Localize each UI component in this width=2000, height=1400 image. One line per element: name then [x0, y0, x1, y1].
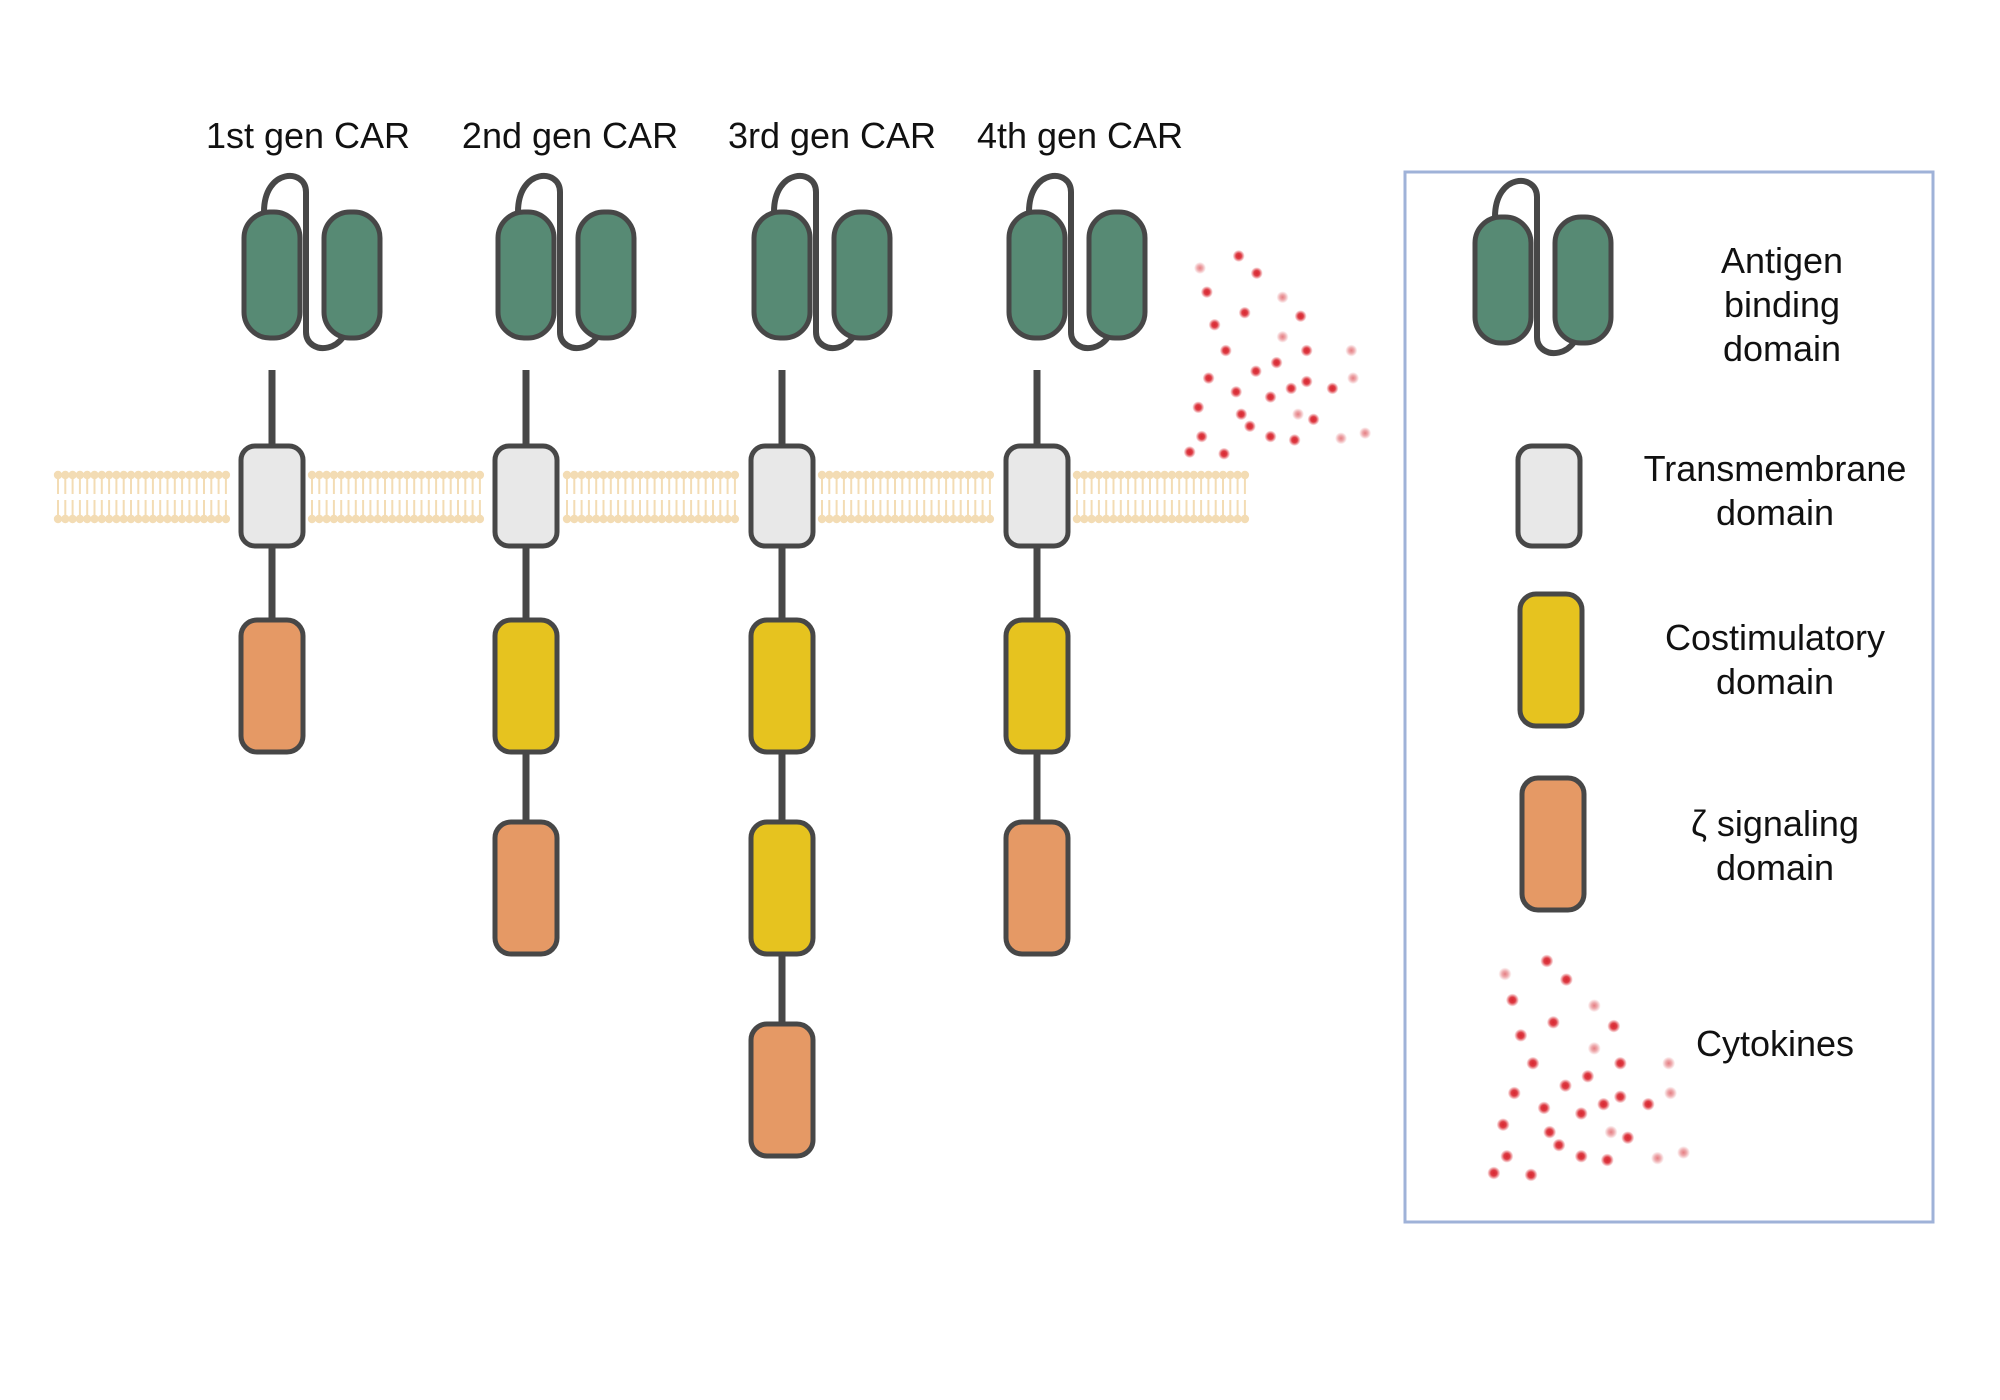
- svg-text:domain: domain: [1716, 492, 1834, 533]
- scfv-antigen-binding-icon: [1006, 173, 1148, 351]
- costimulatory-domain-icon: [1517, 591, 1585, 729]
- car-construct-gen1: [238, 173, 383, 755]
- legend-label-costimulatory: Costimulatory domain: [1665, 617, 1885, 702]
- car-construct-gen4: [1003, 173, 1148, 957]
- car-construct-gen3: [748, 173, 893, 1159]
- svg-text:binding: binding: [1724, 284, 1840, 325]
- title-gen4: 4th gen CAR: [977, 115, 1183, 156]
- lipid-bilayer-segment: [1072, 470, 1250, 524]
- svg-text:domain: domain: [1723, 328, 1841, 369]
- costimulatory-domain: [748, 819, 816, 957]
- scfv-antigen-binding-icon: [241, 173, 383, 351]
- svg-text:Costimulatory: Costimulatory: [1665, 617, 1885, 658]
- title-gen1: 1st gen CAR: [206, 115, 410, 156]
- transmembrane-domain-icon: [1515, 443, 1583, 549]
- lipid-bilayer-segment: [562, 470, 740, 524]
- zeta-signaling-domain-icon: [1519, 775, 1587, 913]
- legend-label-transmembrane: Transmembrane domain: [1644, 448, 1907, 533]
- costimulatory-domain: [1003, 617, 1071, 755]
- generation-titles: 1st gen CAR 2nd gen CAR 3rd gen CAR 4th …: [206, 115, 1183, 156]
- cytokine-dots-icon: [1487, 954, 1691, 1182]
- svg-text:Antigen: Antigen: [1721, 240, 1843, 281]
- transmembrane-domain: [238, 443, 306, 549]
- zeta-signaling-domain: [1003, 819, 1071, 957]
- zeta-signaling-domain: [238, 617, 306, 755]
- legend-border: [1403, 170, 1935, 1224]
- costimulatory-domain: [748, 617, 816, 755]
- zeta-signaling-domain: [748, 1021, 816, 1159]
- scfv-antigen-binding-icon: [1472, 178, 1614, 356]
- transmembrane-domain: [748, 443, 816, 549]
- transmembrane-domain: [492, 443, 560, 549]
- legend: Antigen binding domain Transmembrane dom…: [1403, 170, 1935, 1224]
- scfv-antigen-binding-icon: [751, 173, 893, 351]
- scfv-antigen-binding-icon: [495, 173, 637, 351]
- legend-label-antigen: Antigen binding domain: [1721, 240, 1843, 369]
- costimulatory-domain: [492, 617, 560, 755]
- title-gen2: 2nd gen CAR: [462, 115, 678, 156]
- lipid-bilayer-segment: [817, 470, 995, 524]
- svg-text:domain: domain: [1716, 847, 1834, 888]
- svg-text:ζ signaling: ζ signaling: [1691, 803, 1859, 844]
- svg-text:domain: domain: [1716, 661, 1834, 702]
- svg-text:Cytokines: Cytokines: [1696, 1023, 1854, 1064]
- zeta-signaling-domain: [492, 819, 560, 957]
- cytokine-dots-icon: [1183, 249, 1372, 460]
- cell-membrane: [53, 470, 1250, 524]
- legend-label-signaling: ζ signaling domain: [1691, 803, 1859, 888]
- transmembrane-domain: [1003, 443, 1071, 549]
- title-gen3: 3rd gen CAR: [728, 115, 936, 156]
- legend-label-cytokines: Cytokines: [1696, 1023, 1854, 1064]
- car-construct-gen2: [492, 173, 637, 957]
- lipid-bilayer-segment: [307, 470, 485, 524]
- svg-text:Transmembrane: Transmembrane: [1644, 448, 1907, 489]
- car-constructs: [238, 173, 1148, 1159]
- lipid-bilayer-segment: [53, 470, 231, 524]
